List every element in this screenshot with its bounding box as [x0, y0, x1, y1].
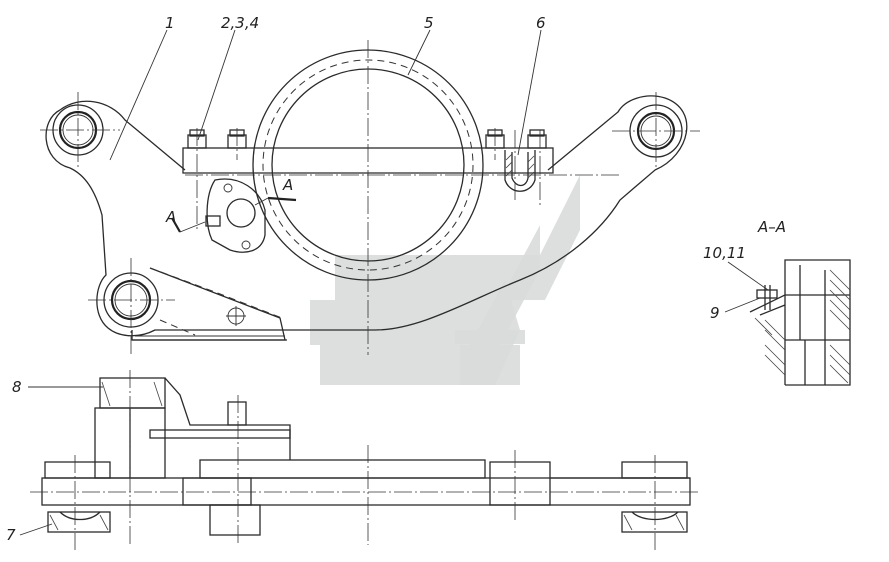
section-a-a-view [749, 259, 851, 386]
bracket-top-view [40, 40, 700, 355]
label-part-1: 1 [165, 14, 175, 32]
leader-lines [19, 29, 769, 536]
part-labels: 1 2,3,4 5 6 7 8 9 10,11 A A A–A [6, 14, 786, 544]
label-section-title: A–A [757, 218, 786, 236]
label-part-10-11: 10,11 [703, 244, 746, 262]
label-part-2-3-4: 2,3,4 [221, 14, 259, 32]
label-part-8: 8 [12, 378, 22, 396]
bracket-side-view [30, 370, 700, 550]
watermark-logo [310, 175, 580, 385]
section-hatching [754, 269, 851, 384]
label-section-mark-a-left: A [165, 208, 176, 226]
label-part-6: 6 [536, 14, 546, 32]
label-part-9: 9 [710, 304, 720, 322]
label-part-5: 5 [424, 14, 434, 32]
label-section-mark-a-right: A [282, 176, 293, 194]
label-part-7: 7 [6, 526, 16, 544]
